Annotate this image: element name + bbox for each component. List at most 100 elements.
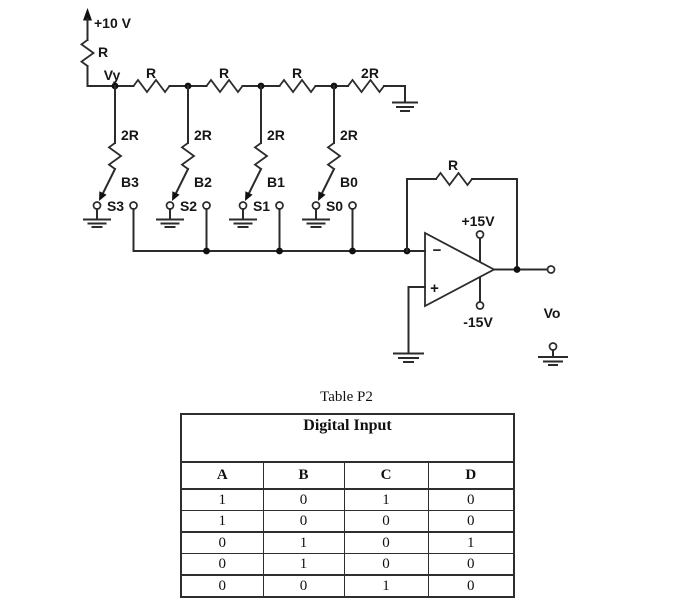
resistor-feedback: [435, 171, 473, 187]
column-header-d: D: [427, 461, 515, 490]
opamp: − + +15V -15V: [393, 213, 556, 363]
ground-vo-icon: [538, 356, 568, 366]
table-row: 0 1 0 1: [180, 531, 515, 554]
inverting-input-sign: −: [433, 242, 442, 259]
switch-contact-bus: [202, 201, 211, 210]
column-header-c: C: [343, 461, 429, 490]
feedback-network: R: [406, 157, 518, 271]
node-dot: [349, 247, 356, 255]
cell: 0: [427, 574, 515, 598]
cell: 1: [343, 488, 429, 511]
cell: 0: [343, 510, 429, 533]
table-row: 0 1 0 0: [180, 553, 515, 576]
up-arrow-icon: [83, 8, 92, 21]
branch-resistor-label: 2R: [194, 127, 212, 143]
neg-supply-terminal: [475, 301, 485, 310]
supply-voltage-label: +10 V: [94, 15, 132, 31]
resistor-2r: [180, 142, 196, 170]
cell: 1: [262, 531, 345, 554]
branch-b2: 2R B2 S2: [156, 85, 212, 252]
ladder-top-row: R R R 2R: [111, 65, 418, 112]
vo-reference: Vo: [538, 305, 568, 366]
branch-resistor-label: 2R: [121, 127, 139, 143]
pos-supply-terminal: [475, 230, 485, 239]
cell: 1: [180, 488, 264, 511]
cell: 0: [262, 574, 345, 598]
r2r-dac-schematic: +10 V R Vy R R R 2R: [79, 8, 568, 366]
output-node-dot: [513, 266, 521, 273]
output-terminal: [546, 265, 556, 274]
table-row: 0 0 1 0: [180, 574, 515, 598]
cell: 1: [343, 574, 429, 598]
switch-contact-ground: [311, 201, 321, 210]
resistor-ladder-4: [347, 78, 385, 94]
table-header: Digital Input: [180, 413, 515, 463]
cell: 1: [427, 531, 515, 554]
bit-label: B3: [121, 174, 139, 190]
switch-label: S0: [326, 198, 343, 214]
summing-bus: [132, 247, 426, 255]
switch-contact-ground: [165, 201, 175, 210]
ground-icon: [229, 218, 257, 228]
resistor-2r: [107, 142, 123, 170]
cell: 1: [180, 510, 264, 533]
table-row: 1 0 0 0: [180, 510, 515, 533]
resistor-2r: [253, 142, 269, 170]
cell: 0: [427, 553, 515, 576]
branch-b1: 2R B1 S1: [229, 85, 285, 252]
ladder-r2-label: R: [219, 65, 229, 81]
column-header-row: A B C D: [180, 461, 515, 490]
supply-resistor-label: R: [98, 44, 108, 60]
bit-label: B0: [340, 174, 358, 190]
ladder-r4-label: 2R: [361, 65, 379, 81]
table-row: 1 0 1 0: [180, 488, 515, 511]
switch-arrow-icon: [245, 191, 253, 201]
ground-icon: [83, 218, 111, 228]
column-header-b: B: [262, 461, 345, 490]
cell: 0: [427, 488, 515, 511]
ground-icon: [156, 218, 184, 228]
vy-node-label: Vy: [104, 67, 121, 83]
vo-ground-terminal: [548, 342, 558, 351]
digital-input-table: Digital Input A B C D 1 0 1 0 1 0 0 0 0: [180, 413, 516, 598]
node-dot: [276, 247, 283, 255]
switch-contact-ground: [92, 201, 102, 210]
ground-noninverting-icon: [393, 352, 424, 363]
switch-contact-bus: [348, 201, 357, 210]
ladder-r1-label: R: [146, 65, 156, 81]
cell: 0: [262, 488, 345, 511]
column-header-a: A: [180, 461, 264, 490]
bit-label: B1: [267, 174, 285, 190]
cell: 1: [262, 553, 345, 576]
switch-contact-ground: [238, 201, 248, 210]
cell: 0: [343, 531, 429, 554]
ground-icon: [302, 218, 330, 228]
switch-label: S1: [253, 198, 270, 214]
cell: 0: [427, 510, 515, 533]
output-voltage-label: Vo: [544, 305, 561, 321]
bit-label: B2: [194, 174, 212, 190]
table-title: Table P2: [320, 389, 373, 405]
ground-ladder-end-icon: [392, 101, 418, 112]
branch-resistor-label: 2R: [340, 127, 358, 143]
resistor-supply: [79, 39, 96, 67]
node-dot: [203, 247, 210, 255]
cell: 0: [180, 553, 264, 576]
branch-resistor-label: 2R: [267, 127, 285, 143]
switch-label: S2: [180, 198, 197, 214]
table-p2-section: Table P2 Digital Input A B C D 1 0 1 0 1…: [180, 388, 516, 598]
resistor-ladder-1: [132, 78, 171, 94]
branch-b3: 2R B3 S3: [83, 85, 139, 252]
switch-arrow-icon: [172, 191, 180, 201]
switch-contact-bus: [275, 201, 284, 210]
table-header-row: Digital Input: [180, 413, 515, 463]
cell: 0: [262, 510, 345, 533]
cell: 0: [343, 553, 429, 576]
neg-supply-label: -15V: [463, 314, 493, 330]
resistor-ladder-2: [205, 78, 244, 94]
noninverting-input-sign: +: [430, 280, 439, 297]
switch-arrow-icon: [99, 191, 107, 201]
pos-supply-label: +15V: [461, 213, 495, 229]
opamp-triangle: [424, 231, 496, 308]
branch-b0: 2R B0 S0: [302, 85, 358, 252]
